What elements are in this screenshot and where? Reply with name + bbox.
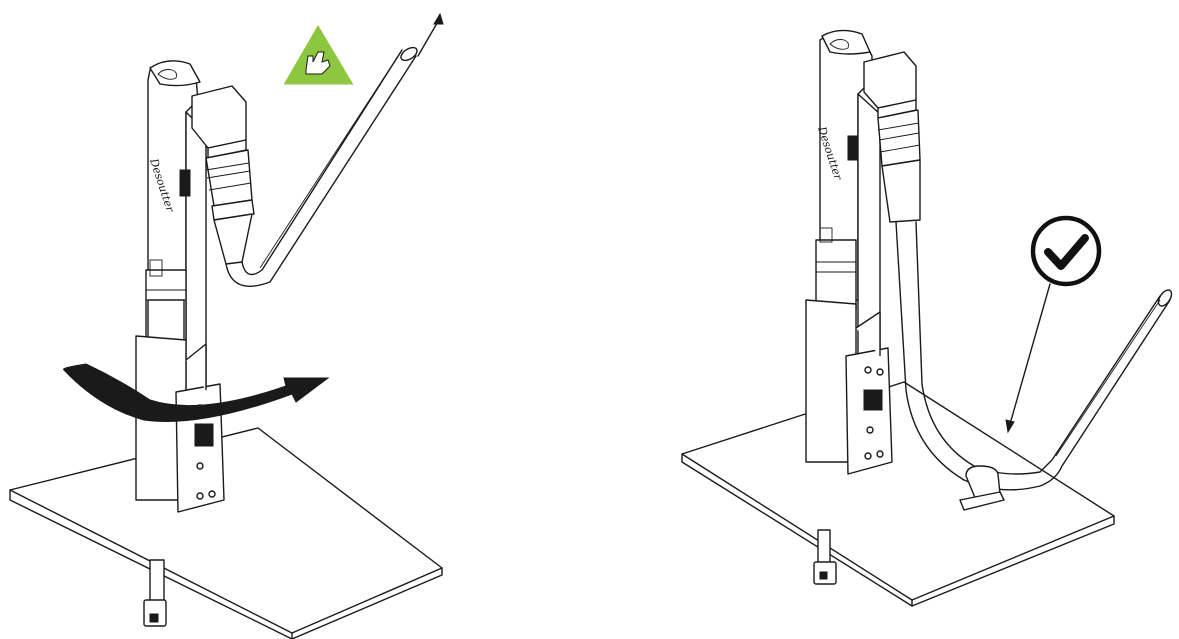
left-socket-shaft xyxy=(143,559,167,627)
left-nutrunner: Desoutter xyxy=(135,60,255,513)
left-mounting-plate xyxy=(9,427,443,639)
rotate-arrow-icon xyxy=(62,363,330,422)
left-panel: Desoutter xyxy=(9,12,444,639)
arrow-up-right-icon xyxy=(417,12,444,57)
right-socket-shaft xyxy=(813,529,837,585)
hand-warning-icon xyxy=(279,20,358,88)
right-mounting-plate xyxy=(681,381,1115,607)
checkmark-circle-icon xyxy=(1030,215,1102,287)
pointer-arrow xyxy=(1005,283,1051,434)
cable-clamp-icon xyxy=(959,465,1005,511)
right-panel: Desoutter xyxy=(681,29,1173,607)
left-hose xyxy=(225,46,418,287)
right-nutrunner: Desoutter xyxy=(805,29,921,475)
